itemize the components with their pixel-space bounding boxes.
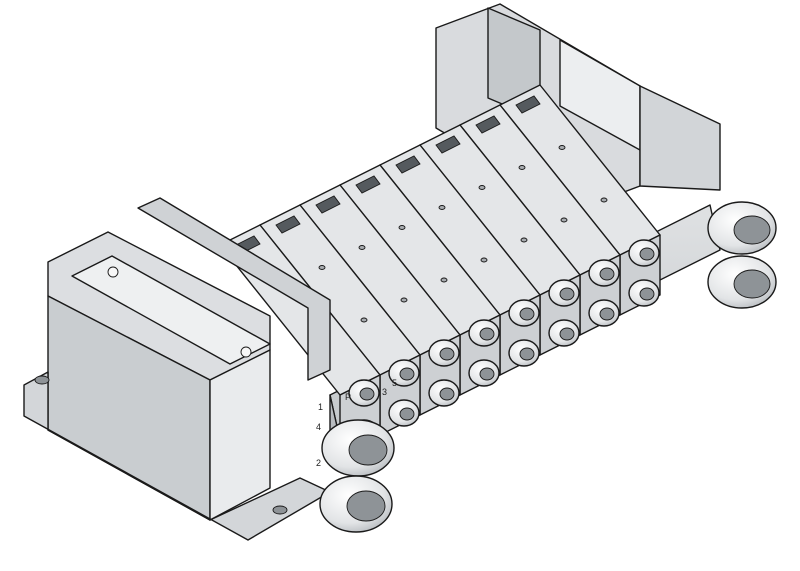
fitting-icon [468,319,500,347]
mount-hole-icon [34,375,50,385]
screw-icon [358,245,366,250]
screw-icon [400,297,408,303]
mount-hole-icon [272,505,288,515]
fitting-icon [588,259,620,287]
screw-icon [360,317,368,323]
fitting-icon [508,339,540,367]
fitting-icon [321,419,395,477]
screw-icon [518,165,526,170]
fitting-icon [388,399,420,427]
port-marking-label: 3 [382,387,387,397]
connector-window-icon [395,155,421,174]
connector-window-icon [355,175,381,194]
fitting-icon [348,379,380,407]
port-marking-label: P [345,392,351,402]
valve-stations [219,84,661,456]
valve-station [259,204,421,436]
fitting-icon [388,359,420,387]
fitting-icon [707,255,777,309]
connector-window-icon [275,215,301,234]
fitting-icon [588,299,620,327]
port-marking-label: 2 [316,458,321,468]
screw-icon [478,185,486,190]
port-marking-label: 4 [316,422,321,432]
screw-icon [318,265,326,270]
fitting-icon [548,279,580,307]
screw-icon [520,237,528,243]
connector-window-icon [515,95,541,114]
screw-icon [560,217,568,223]
fitting-icon [428,339,460,367]
valve-station [339,164,501,396]
left-end-fittings [319,419,395,533]
screw-icon [438,205,446,210]
screw-icon [398,225,406,230]
fitting-icon [319,475,393,533]
port-marking-label: 1 [318,402,323,412]
screw-icon [240,346,252,358]
connector-window-icon [475,115,501,134]
screw-icon [440,277,448,283]
screw-icon [558,145,566,150]
left-end-plate [23,197,331,541]
port-markings: 4 2 P 1 35 [316,378,397,468]
screw-icon [600,197,608,203]
fitting-icon [628,239,660,267]
fitting-icon [707,201,777,255]
connector-window-icon [435,135,461,154]
port-marking-label: 5 [392,378,397,388]
screw-icon [480,257,488,263]
connector-window-icon [315,195,341,214]
fitting-icon [468,359,500,387]
screw-icon [107,266,119,278]
fitting-icon [508,299,540,327]
valve-station [459,104,621,336]
fitting-icon [428,379,460,407]
fitting-icon [548,319,580,347]
fitting-icon [628,279,660,307]
right-end-fittings [707,201,777,309]
